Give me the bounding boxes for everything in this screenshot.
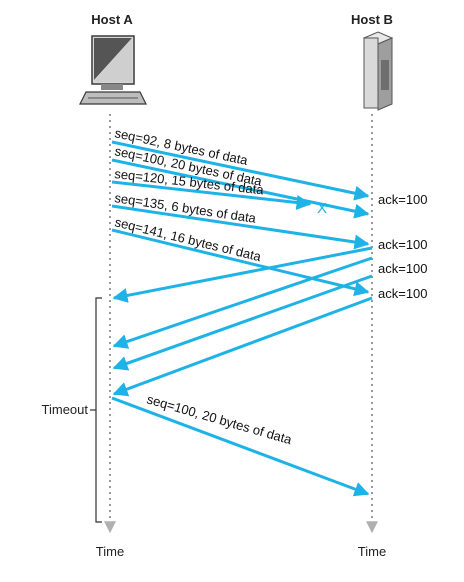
host-a-time-label: Time xyxy=(96,544,124,559)
host-b-time-label: Time xyxy=(358,544,386,559)
ack-label-2: ack=100 xyxy=(378,237,428,252)
lost-marker-icon: X xyxy=(317,200,327,217)
timeout-bracket xyxy=(90,297,102,523)
ack-arrow-3 xyxy=(112,274,373,371)
ack-arrow-4 xyxy=(112,296,373,397)
retransmission-arrow: seq=100, 20 bytes of data xyxy=(111,391,370,497)
ack-arrow-2 xyxy=(112,256,373,349)
timeout-label: Timeout xyxy=(42,402,89,417)
host-b-label: Host B xyxy=(351,12,393,27)
host-a-label: Host A xyxy=(91,12,133,27)
server-icon xyxy=(362,31,394,111)
desktop-computer-icon xyxy=(79,35,147,105)
ack-arrow-1 xyxy=(112,246,373,303)
ack-label-1: ack=100 xyxy=(378,192,428,207)
ack-label-4: ack=100 xyxy=(378,286,428,301)
ack-label-3: ack=100 xyxy=(378,261,428,276)
